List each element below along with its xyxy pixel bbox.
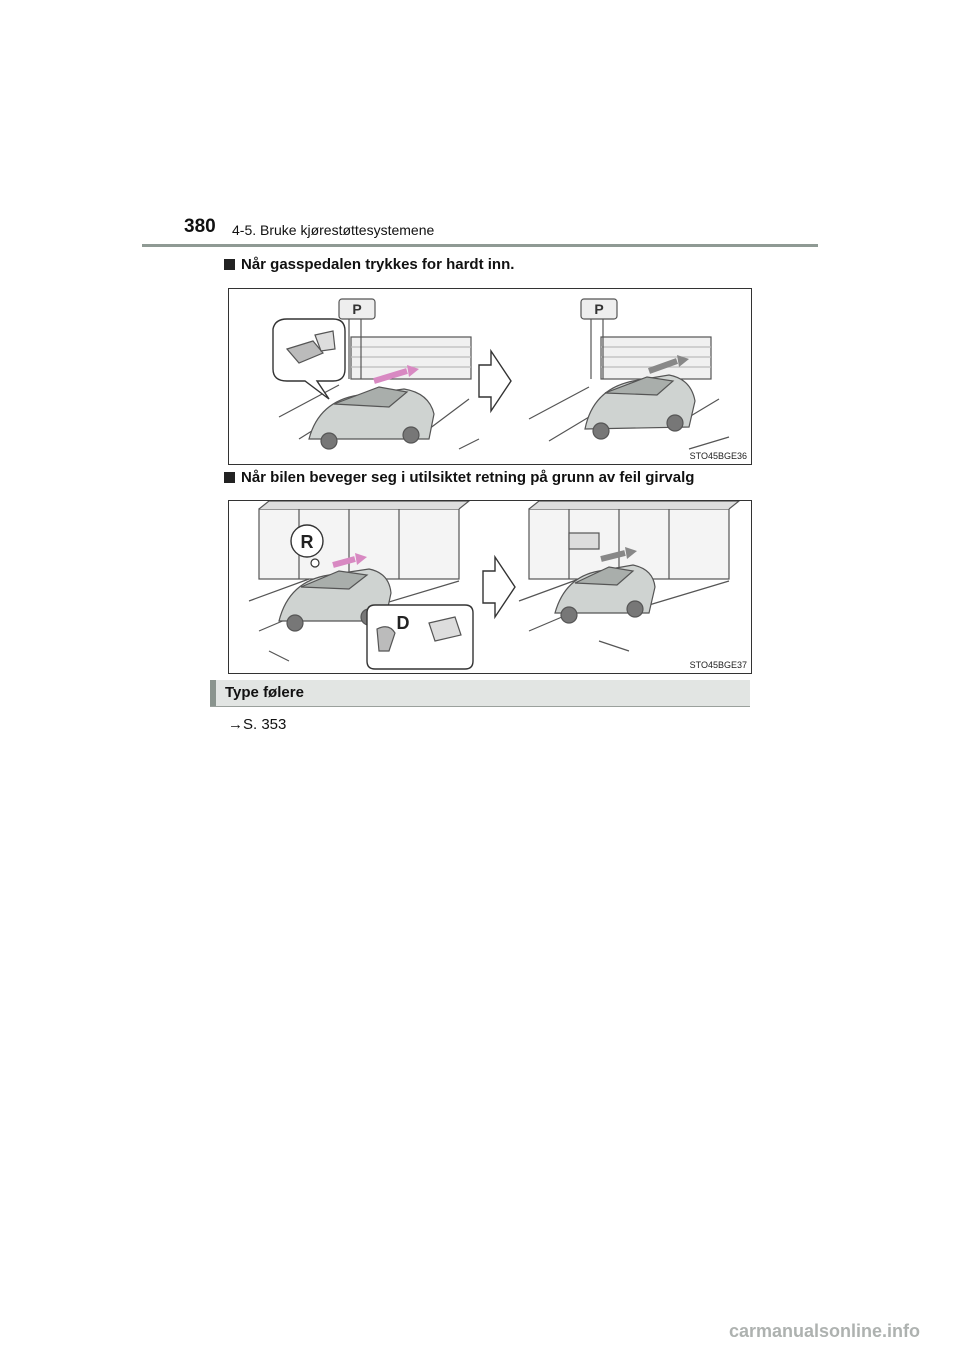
subheading-1-text: Når gasspedalen trykkes for hardt inn.	[241, 256, 515, 273]
figure-code-2: STO45BGE37	[689, 660, 747, 670]
header-accent-bar	[210, 680, 216, 706]
gear-label-r: R	[301, 532, 314, 552]
square-bullet-icon	[224, 259, 235, 270]
gas-pedal-illustration: P P	[272, 298, 730, 450]
type-sensors-header: Type følere	[210, 680, 750, 707]
parking-sign-left: P	[352, 301, 361, 317]
figure-gas-pedal: P P STO45BGE36	[228, 288, 752, 465]
page-reference: →S. 353	[228, 716, 287, 733]
parking-sign-right: P	[594, 301, 603, 317]
section-title: 4-5. Bruke kjørestøttesystemene	[232, 222, 435, 238]
figure-code-1: STO45BGE36	[689, 451, 747, 461]
gear-label-d: D	[397, 613, 410, 633]
wrong-gear-illustration: R D	[248, 501, 740, 670]
subheading-2: Når bilen beveger seg i utilsiktet retni…	[224, 469, 694, 486]
square-bullet-icon	[224, 472, 235, 483]
page-number: 380	[184, 216, 216, 237]
type-sensors-title: Type følere	[225, 684, 304, 701]
watermark: carmanualsonline.info	[728, 1321, 920, 1341]
header-rule	[142, 244, 818, 247]
subheading-2-text: Når bilen beveger seg i utilsiktet retni…	[241, 469, 695, 486]
figure-wrong-gear: R D STO45BGE37	[228, 500, 752, 674]
subheading-1: Når gasspedalen trykkes for hardt inn.	[224, 256, 514, 273]
